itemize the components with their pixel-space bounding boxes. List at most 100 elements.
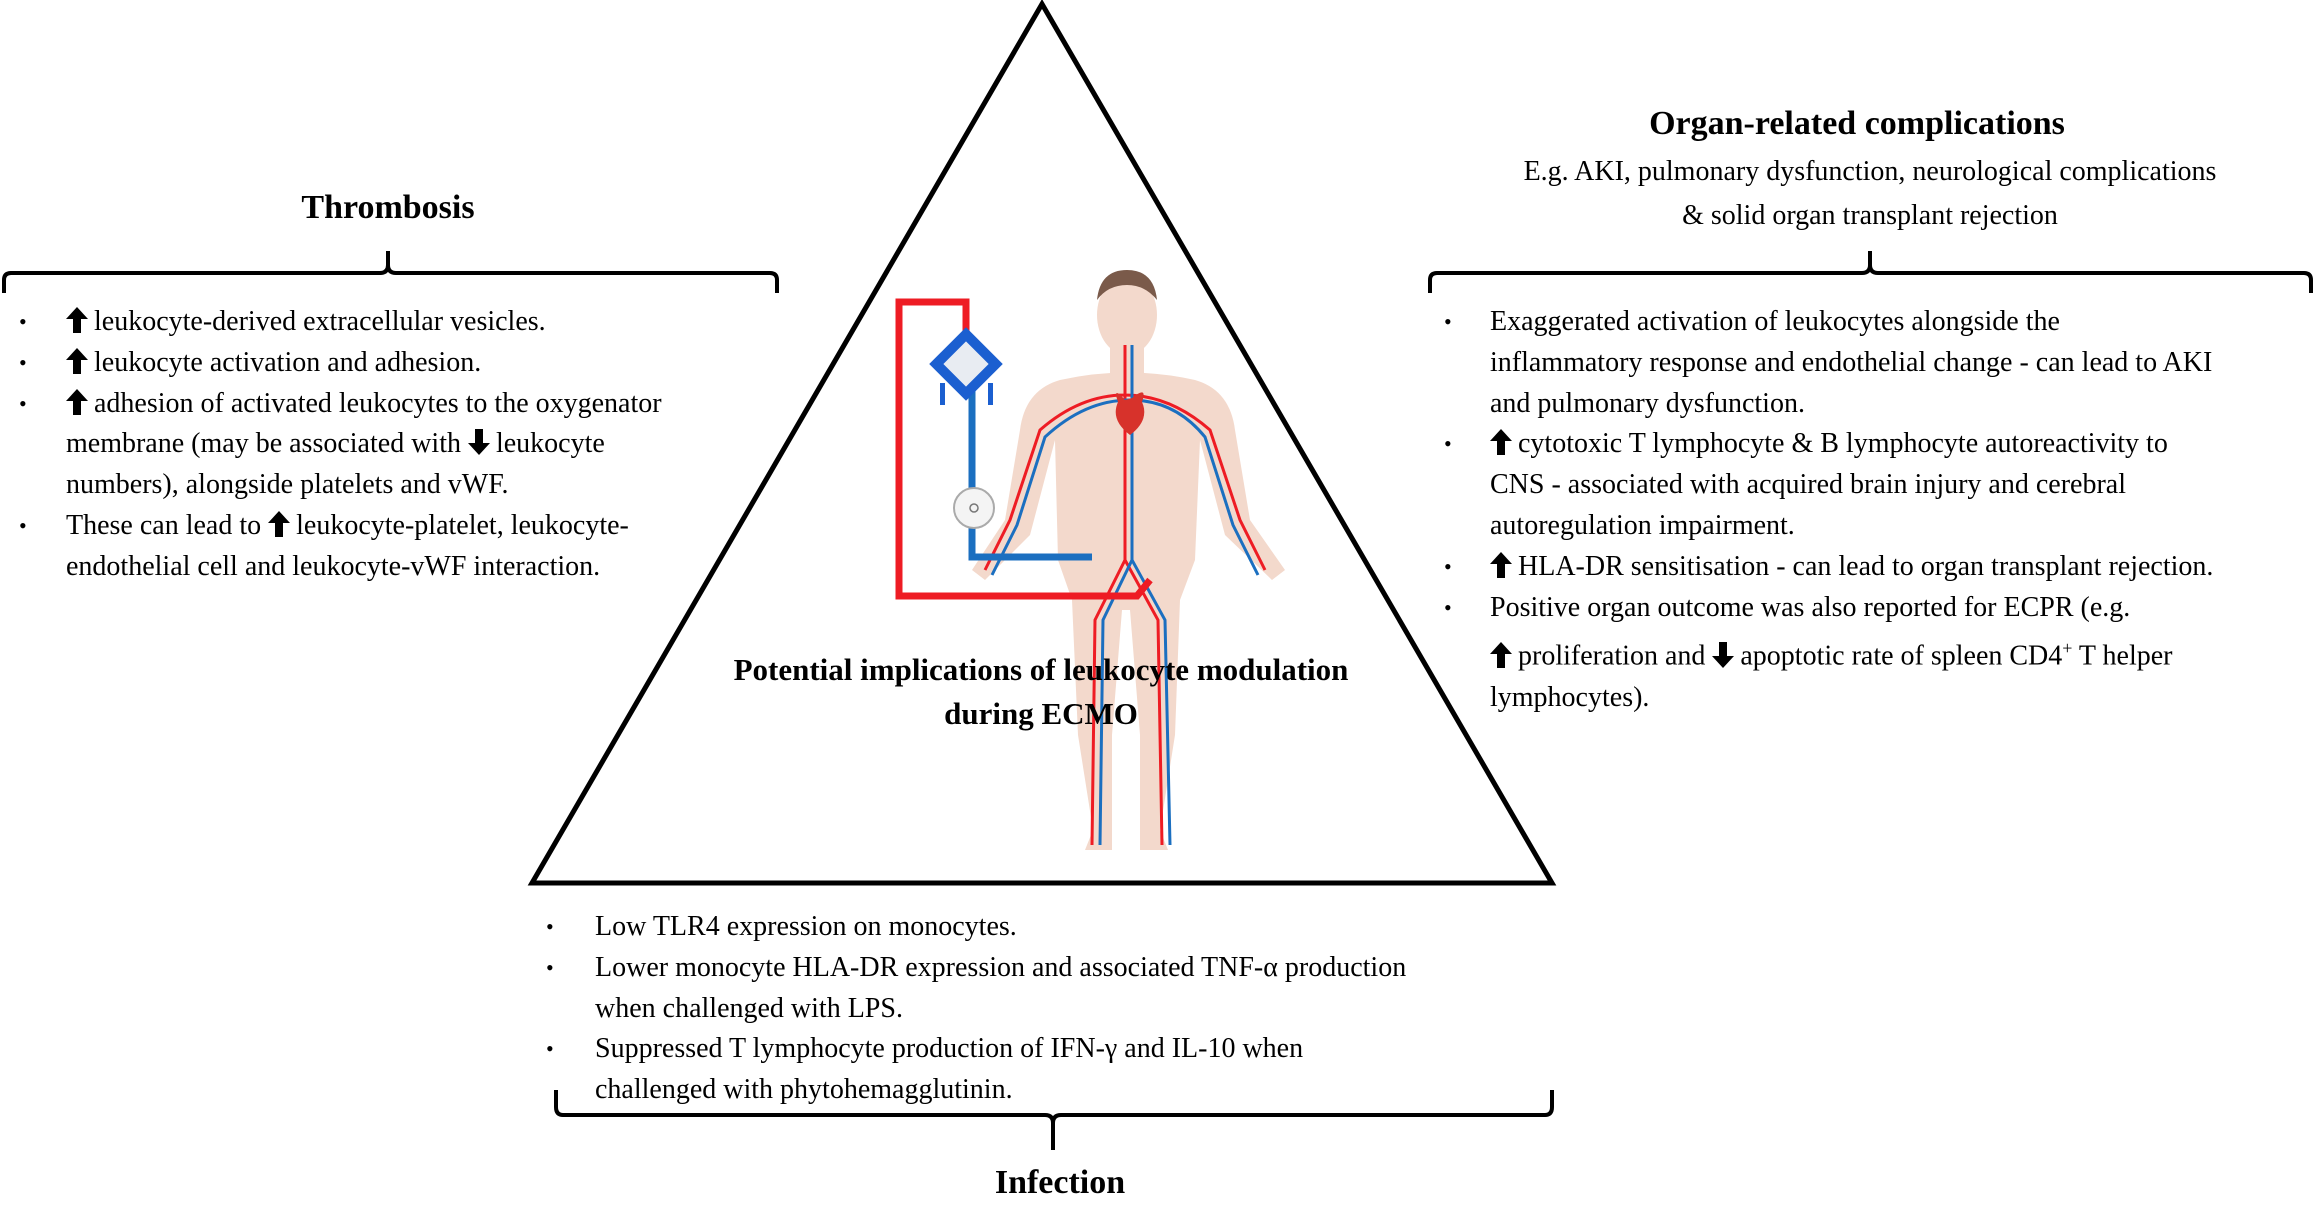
bullet: •: [19, 349, 27, 375]
list-item-line: CNS - associated with acquired brain inj…: [1490, 465, 2213, 506]
list-item-line: numbers), alongside platelets and vWF.: [66, 465, 662, 506]
text-segment: Low TLR4 expression on monocytes.: [595, 911, 1017, 942]
list-item-line: HLA-DR sensitisation - can lead to organ…: [1490, 547, 2213, 588]
text-segment: adhesion of activated leukocytes to the …: [94, 387, 662, 419]
text-segment: leukocyte: [495, 428, 605, 460]
list-item-line: endothelial cell and leukocyte-vWF inter…: [66, 547, 662, 588]
list-item: • leukocyte-derived extracellular vesicle…: [0, 302, 662, 343]
text-segment: CNS - associated with acquired brain inj…: [1490, 469, 2127, 501]
text-segment: endothelial cell and leukocyte-vWF inter…: [66, 550, 601, 582]
text-segment: Suppressed T lymphocyte production of IF…: [595, 1033, 1304, 1065]
thrombosis-list: • leukocyte-derived extracellular vesicle…: [0, 302, 662, 588]
text-segment: numbers), alongside platelets and vWF.: [66, 469, 509, 501]
text-segment: cytotoxic T lymphocyte & B lymphocyte au…: [1518, 428, 2168, 460]
text-segment: lymphocytes).: [1490, 681, 1650, 713]
text-segment: autoregulation impairment.: [1490, 509, 1795, 541]
list-item: • cytotoxic T lymphocyte & B lymphocyte a…: [1430, 424, 2213, 546]
list-item-line: Suppressed T lymphocyte production of IF…: [595, 1029, 1406, 1070]
organ-title: Organ-related complications: [1649, 105, 2065, 142]
oxygenator-icon: [929, 327, 1003, 405]
arrow-up-icon: [1490, 429, 1512, 456]
text-segment: Exaggerated activation of leukocytes alo…: [1490, 306, 2060, 337]
organ-subtitle-line: & solid organ transplant rejection: [1682, 200, 2058, 231]
organ-list: • Exaggerated activation of leukocytes al…: [1430, 302, 2213, 718]
bullet: •: [19, 390, 27, 416]
text-segment: proliferation and: [1518, 640, 1713, 672]
list-item-line: Positive organ outcome was also reported…: [1490, 588, 2213, 629]
bullet: •: [546, 914, 554, 939]
bullet: •: [1444, 553, 1452, 579]
thrombosis-bracket: [2, 251, 779, 293]
central-triangle: [527, 0, 1557, 886]
list-item: • Suppressed T lymphocyte production of I…: [540, 1029, 1406, 1111]
bullet: •: [1444, 309, 1452, 334]
text-segment: when challenged with LPS.: [595, 992, 903, 1024]
infection-title: Infection: [994, 1164, 1126, 1201]
organ-bracket: [1428, 251, 2313, 293]
list-item: • Positive organ outcome was also reporte…: [1430, 588, 2213, 719]
list-item: • These can lead to leukocyte-platelet, l…: [0, 506, 662, 588]
list-item-line: leukocyte-derived extracellular vesicles…: [66, 302, 662, 343]
arrow-up-icon: [1490, 551, 1512, 578]
list-item-line: Low TLR4 expression on monocytes.: [595, 907, 1406, 948]
list-item-line: Lower monocyte HLA-DR expression and ass…: [595, 948, 1406, 989]
bullet: •: [1444, 594, 1452, 620]
arrow-down-icon: [1712, 641, 1735, 668]
human-body-illustration: [972, 270, 1285, 850]
list-item: • leukocyte activation and adhesion.: [0, 343, 662, 384]
text-segment: challenged with phytohemagglutinin.: [595, 1074, 1013, 1106]
thrombosis-title: Thrombosis: [301, 189, 475, 226]
text-segment: inflammatory response and endothelial ch…: [1490, 346, 2213, 378]
organ-subtitle-line: E.g. AKI, pulmonary dysfunction, neurolo…: [1523, 156, 2217, 187]
ecmo-circuit: [895, 298, 1153, 600]
arrow-up-icon: [66, 388, 88, 415]
list-item-line: These can lead to leukocyte-platelet, le…: [66, 506, 662, 547]
list-item-line: autoregulation impairment.: [1490, 506, 2213, 547]
arrow-down-icon: [467, 429, 490, 456]
list-item-line: adhesion of activated leukocytes to the …: [66, 384, 662, 425]
list-item-line: membrane (may be associated with leukocy…: [66, 424, 662, 465]
text-segment: apoptotic rate of spleen CD4: [1740, 640, 2063, 672]
center-title-line: during ECMO: [944, 696, 1138, 731]
superscript: +: [2062, 638, 2073, 659]
arrow-up-icon: [1490, 641, 1512, 668]
bullet: •: [19, 512, 27, 538]
text-segment: T helper: [2072, 640, 2173, 672]
center-title-line: Potential implications of leukocyte modu…: [733, 652, 1349, 687]
arrow-up-icon: [66, 347, 88, 374]
list-item-line: challenged with phytohemagglutinin.: [595, 1070, 1406, 1111]
list-item: • Low TLR4 expression on monocytes.: [540, 907, 1406, 948]
text-segment: leukocyte activation and adhesion.: [94, 346, 482, 378]
list-item: • adhesion of activated leukocytes to the…: [0, 384, 662, 506]
list-item-line: Exaggerated activation of leukocytes alo…: [1490, 302, 2213, 343]
pump-icon: [953, 487, 995, 529]
organ-subtitle: E.g. AKI, pulmonary dysfunction, neurolo…: [1524, 150, 2217, 238]
bullet: •: [1444, 431, 1452, 457]
list-item-line: when challenged with LPS.: [595, 989, 1406, 1030]
list-item: • HLA-DR sensitisation - can lead to orga…: [1430, 547, 2213, 588]
bullet: •: [546, 1036, 554, 1062]
list-item-line: leukocyte activation and adhesion.: [66, 343, 662, 384]
text-segment: membrane (may be associated with: [66, 428, 468, 460]
list-item-line: and pulmonary dysfunction.: [1490, 384, 2213, 425]
text-segment: leukocyte-derived extracellular vesicles…: [94, 306, 546, 337]
infection-bracket: [554, 1090, 1554, 1150]
list-item-line: proliferation and apoptotic rate of sple…: [1490, 628, 2213, 677]
text-segment: Positive organ outcome was also reported…: [1490, 591, 2131, 623]
text-segment: These can lead to: [66, 509, 269, 541]
bullet: •: [546, 954, 554, 980]
arrow-up-icon: [268, 510, 291, 537]
text-segment: leukocyte-platelet, leukocyte-: [296, 509, 629, 541]
bullet: •: [19, 309, 27, 334]
infection-list: • Low TLR4 expression on monocytes. • Lower…: [540, 907, 1406, 1111]
list-item-line: inflammatory response and endothelial ch…: [1490, 343, 2213, 384]
heart-icon: [1115, 392, 1145, 435]
arrow-up-icon: [66, 307, 88, 333]
text-segment: Lower monocyte HLA-DR expression and ass…: [595, 951, 1407, 983]
center-title: Potential implications of leukocyte modu…: [734, 648, 1349, 736]
list-item-line: lymphocytes).: [1490, 678, 2213, 719]
list-item-line: cytotoxic T lymphocyte & B lymphocyte au…: [1490, 424, 2213, 465]
text-segment: and pulmonary dysfunction.: [1490, 387, 1805, 419]
list-item: • Lower monocyte HLA-DR expression and as…: [540, 948, 1406, 1030]
